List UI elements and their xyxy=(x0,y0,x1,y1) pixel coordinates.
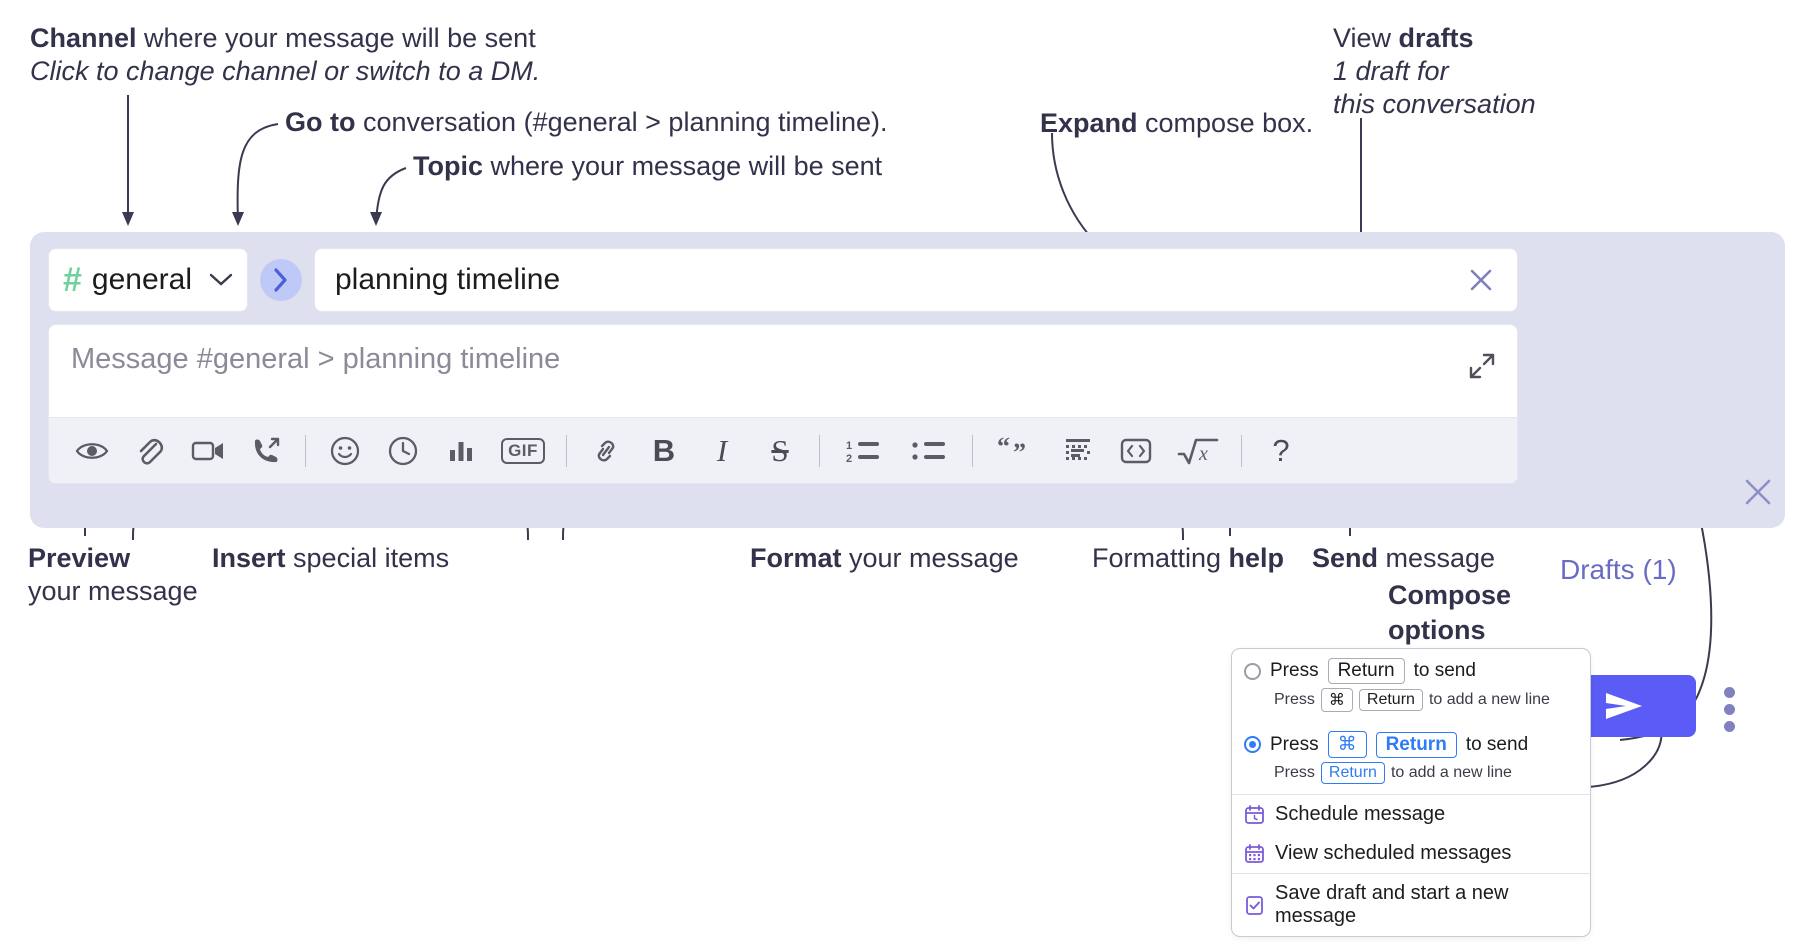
math-icon[interactable]: x xyxy=(1169,426,1227,476)
menu-option-return-to-send[interactable]: Press Return to send xyxy=(1232,649,1590,686)
svg-text:”: ” xyxy=(1013,438,1026,465)
toolbar-divider xyxy=(305,434,306,467)
close-icon[interactable] xyxy=(1465,264,1497,296)
option2-subtext: Press Return to add a new line xyxy=(1232,760,1590,794)
annotation-channel: Channel where your message will be sent … xyxy=(30,22,540,88)
channel-name: general xyxy=(91,263,192,296)
italic-icon[interactable]: I xyxy=(697,426,747,476)
toolbar-divider xyxy=(819,434,820,467)
channel-row: # general planning timeline xyxy=(48,248,1518,312)
video-camera-icon[interactable] xyxy=(183,426,233,476)
menu-item-label: Schedule message xyxy=(1275,803,1446,825)
strike-label: S xyxy=(771,432,789,468)
toolbar-divider xyxy=(1241,434,1242,467)
annotation-send: Send message xyxy=(1312,543,1496,573)
radio-selected[interactable] xyxy=(1244,736,1261,753)
italic-label: I xyxy=(716,432,728,468)
code-block-icon[interactable] xyxy=(1053,426,1103,476)
menu-item-label: View scheduled messages xyxy=(1275,842,1512,864)
radio-unselected[interactable] xyxy=(1244,662,1261,680)
menu-item-schedule-message[interactable]: Schedule message xyxy=(1232,795,1590,834)
bold-icon[interactable]: B xyxy=(639,426,689,476)
svg-text:2: 2 xyxy=(846,453,852,465)
key-command: ⌘ xyxy=(1320,688,1353,712)
go-to-conversation-button[interactable] xyxy=(260,259,302,301)
annotation-expand: Expand compose box. xyxy=(1040,108,1314,138)
send-paper-plane-icon xyxy=(1605,693,1642,719)
svg-text:x: x xyxy=(1198,443,1208,465)
annotation-help: Formatting help xyxy=(1092,543,1285,573)
audio-huddle-icon[interactable] xyxy=(241,426,291,476)
calendar-grid-icon xyxy=(1244,843,1265,864)
message-placeholder: Message #general > planning timeline xyxy=(71,343,561,375)
bold-label: B xyxy=(652,432,676,468)
compose-options-button[interactable] xyxy=(1722,687,1736,738)
key-return: Return xyxy=(1358,689,1423,711)
annotation-drafts: View drafts 1 draft for this conversatio… xyxy=(1333,23,1536,119)
message-input[interactable]: Message #general > planning timeline xyxy=(49,325,1517,417)
option1-sub-pre: Press xyxy=(1274,691,1315,708)
key-return: Return xyxy=(1327,658,1405,684)
menu-item-view-scheduled-messages[interactable]: View scheduled messages xyxy=(1232,834,1590,873)
topic-field[interactable]: planning timeline xyxy=(314,248,1518,312)
option1-subtext: Press ⌘ Return to add a new line xyxy=(1232,686,1590,722)
option2-post: to send xyxy=(1465,733,1529,755)
compose-inner: # general planning timeline Message #gen… xyxy=(48,248,1518,484)
link-icon[interactable] xyxy=(581,426,631,476)
menu-item-save-draft[interactable]: Save draft and start a new message xyxy=(1232,874,1590,936)
option1-sub-post: to add a new line xyxy=(1428,691,1550,708)
compose-panel: # general planning timeline Message #gen… xyxy=(30,232,1785,737)
toolbar-divider xyxy=(566,434,567,467)
key-return: Return xyxy=(1375,731,1457,758)
help-label: ? xyxy=(1272,432,1290,468)
menu-option-cmd-return-to-send[interactable]: Press ⌘ Return to send xyxy=(1232,722,1590,760)
svg-text:“: “ xyxy=(997,437,1010,461)
option1-post: to send xyxy=(1413,660,1476,681)
bulleted-list-icon[interactable] xyxy=(900,426,958,476)
annotation-topic: Topic where your message will be sent xyxy=(413,151,883,181)
expand-icon[interactable] xyxy=(1467,351,1497,381)
annotation-format: Format your message xyxy=(750,543,1019,573)
key-return: Return xyxy=(1320,762,1385,784)
clock-icon[interactable] xyxy=(378,426,428,476)
chevron-down-icon xyxy=(209,273,233,287)
compose-options-menu: Press Return to send Press ⌘ Return to a… xyxy=(1231,648,1591,937)
option1-pre: Press xyxy=(1270,660,1319,681)
annotation-channel-line1: Channel where your message will be sent xyxy=(30,23,536,53)
menu-divider xyxy=(1232,794,1590,795)
option2-pre: Press xyxy=(1270,733,1319,755)
preview-eye-icon[interactable] xyxy=(67,426,117,476)
toolbar-divider xyxy=(972,434,973,467)
blockquote-icon[interactable]: “” xyxy=(987,426,1045,476)
strikethrough-icon[interactable]: S xyxy=(755,426,805,476)
help-question-icon[interactable]: ? xyxy=(1256,426,1306,476)
message-box: Message #general > planning timeline xyxy=(48,324,1518,484)
emoji-icon[interactable] xyxy=(320,426,370,476)
attachment-paperclip-icon[interactable] xyxy=(125,426,175,476)
inline-code-icon[interactable] xyxy=(1111,426,1161,476)
key-command: ⌘ xyxy=(1327,731,1367,758)
drafts-link[interactable]: Drafts (1) xyxy=(1560,554,1677,585)
hash-icon: # xyxy=(63,261,82,299)
calendar-clock-icon xyxy=(1244,804,1265,825)
annotation-insert: Insert special items xyxy=(212,543,450,573)
document-check-icon xyxy=(1244,895,1265,916)
menu-item-label: Save draft and start a new message xyxy=(1275,882,1509,927)
option2-sub-pre: Press xyxy=(1274,764,1315,781)
annotation-channel-line2: Click to change channel or switch to a D… xyxy=(30,55,541,86)
menu-divider xyxy=(1232,873,1590,874)
annotation-goto: Go to conversation (#general > planning … xyxy=(285,107,888,137)
gif-label: GIF xyxy=(501,437,545,464)
topic-value: planning timeline xyxy=(335,263,561,296)
svg-text:1: 1 xyxy=(846,440,852,452)
close-icon[interactable] xyxy=(1740,474,1776,510)
option2-sub-post: to add a new line xyxy=(1390,764,1512,781)
gif-icon[interactable]: GIF xyxy=(494,426,552,476)
bar-chart-icon[interactable] xyxy=(436,426,486,476)
channel-selector[interactable]: # general xyxy=(48,248,248,312)
